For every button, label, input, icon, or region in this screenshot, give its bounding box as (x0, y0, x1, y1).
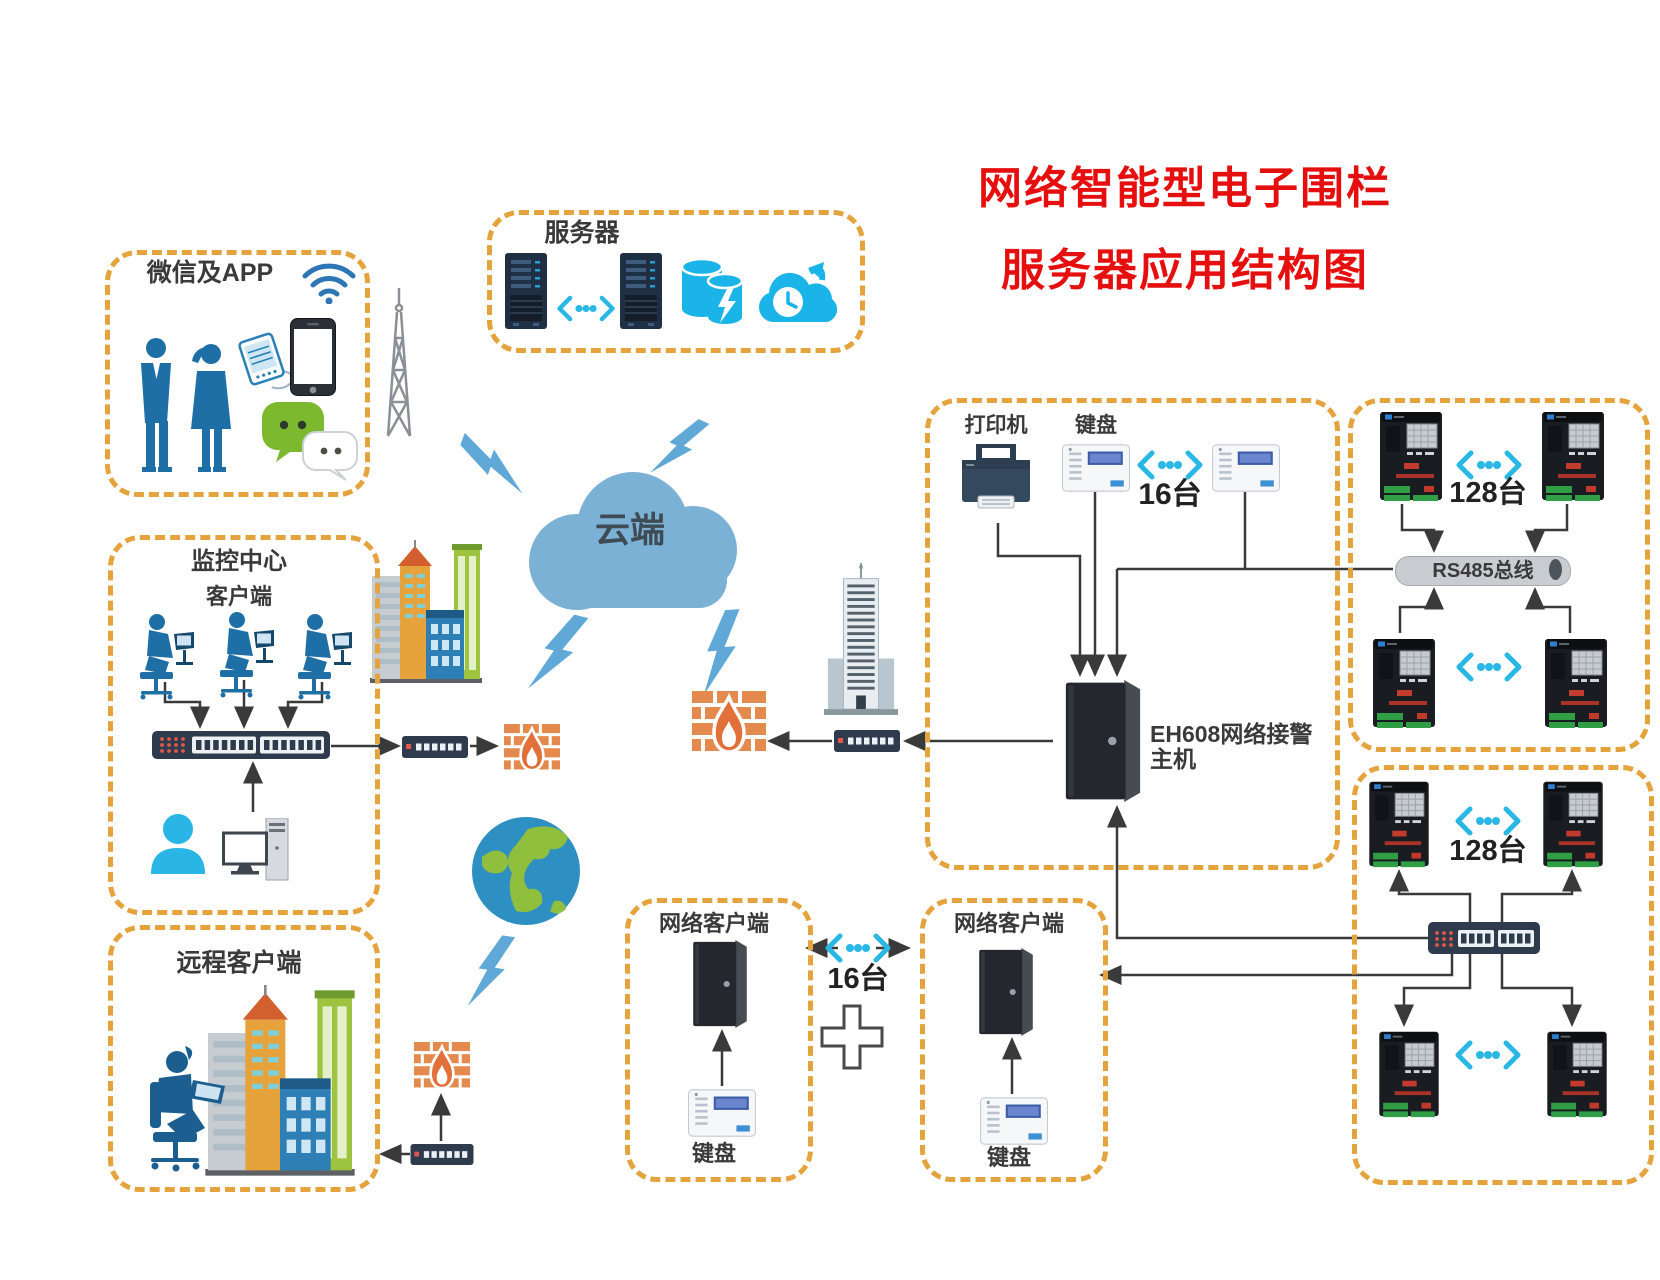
monitoring-center-title: 监控中心 (191, 548, 287, 575)
ellipsis-icon (556, 295, 616, 322)
operator-workstation-icon (286, 612, 360, 700)
keypad-label: 键盘 (691, 1141, 736, 1166)
keypad-icon (980, 1096, 1048, 1146)
diagram-title-line2: 服务器应用结构图 (1001, 246, 1369, 295)
server-icon (620, 253, 662, 329)
operator-workstation-icon (208, 610, 282, 698)
fence-controller-icon (1542, 408, 1604, 504)
fence-switch-group (1352, 765, 1654, 1185)
keypad-count-label: 16台 (1138, 478, 1202, 511)
rs485-bus-end-cap (1549, 559, 1562, 580)
keypad-label: 键盘 (1075, 414, 1117, 437)
firewall-icon (498, 724, 566, 774)
network-client-right-group (920, 898, 1108, 1182)
keypad-label: 键盘 (986, 1145, 1031, 1170)
router-icon (410, 1144, 474, 1165)
remote-client-group (108, 925, 380, 1192)
fence-controller-icon (1378, 1028, 1440, 1120)
plus-icon (820, 1004, 884, 1070)
laptop-user-icon (112, 1046, 250, 1178)
smartphone-icon (290, 318, 336, 396)
fence-controller-icon (1546, 1028, 1608, 1120)
network-switch-icon (152, 731, 330, 759)
wechat-app-label: 微信及APP (146, 259, 274, 287)
user-icon (148, 812, 208, 874)
wechat-icon (262, 400, 358, 482)
database-icon (678, 255, 746, 329)
alarm-host-label: EH608网络接警主机 (1150, 721, 1313, 773)
globe-icon (470, 815, 582, 927)
client-cabinet-icon (692, 940, 748, 1028)
fence-count-label: 128台 (1449, 835, 1527, 867)
monitoring-center-group (108, 535, 380, 915)
operator-workstation-icon (128, 612, 202, 700)
server-icon (505, 253, 547, 329)
keypad-icon (1212, 444, 1280, 492)
fence-controller-icon (1542, 778, 1604, 870)
router-icon (402, 736, 468, 758)
network-switch-icon (1428, 922, 1540, 954)
firewall-icon (692, 688, 766, 760)
router-icon (834, 730, 900, 752)
printer-icon (960, 444, 1032, 524)
server-label: 服务器 (544, 219, 620, 247)
alarm-host-cabinet-icon (1055, 680, 1151, 802)
radio-tower-icon (380, 286, 418, 438)
fence-controller-icon (1545, 635, 1607, 731)
lightning-bolt-icons (460, 419, 740, 1007)
network-client-label: 网络客户端 (953, 911, 1064, 936)
ellipsis-icon (1454, 806, 1522, 836)
desktop-pc-icon (222, 818, 290, 888)
fence-count-label: 128台 (1449, 477, 1527, 509)
client-cabinet-icon (978, 948, 1034, 1036)
fence-controller-icon (1368, 778, 1430, 870)
cloud-label: 云端 (594, 511, 665, 550)
keypad-icon (1062, 444, 1130, 492)
skyscraper-icon (824, 562, 898, 716)
city-buildings-icon (370, 540, 482, 684)
monitoring-center-subtitle: 客户端 (205, 584, 272, 609)
network-client-left-group (625, 898, 813, 1182)
cloud-sync-icon (752, 260, 838, 330)
keypad-icon (688, 1088, 756, 1138)
ellipsis-icon (1136, 450, 1204, 480)
ellipsis-icon (1454, 1040, 1522, 1070)
diagram-title-line1: 网络智能型电子围栏 (978, 164, 1392, 213)
printer-label: 打印机 (964, 414, 1028, 437)
wifi-icon (300, 258, 358, 304)
client-count-label: 16台 (827, 963, 889, 995)
firewall-icon (400, 1042, 484, 1092)
server-group (487, 210, 865, 353)
ellipsis-icon (824, 932, 892, 964)
users-icon (123, 335, 248, 477)
ellipsis-icon (1455, 652, 1523, 682)
wechat-app-group (105, 250, 370, 497)
fence-controller-icon (1380, 408, 1442, 504)
fence-controller-icon (1373, 635, 1435, 731)
remote-client-label: 远程客户端 (176, 949, 302, 977)
alarm-host-group (925, 398, 1340, 870)
fence-bus-group (1348, 398, 1650, 752)
network-client-label: 网络客户端 (658, 911, 769, 936)
ellipsis-icon (1455, 450, 1523, 480)
handheld-device-icon (233, 328, 297, 392)
rs485-bus: RS485总线 (1395, 556, 1571, 586)
